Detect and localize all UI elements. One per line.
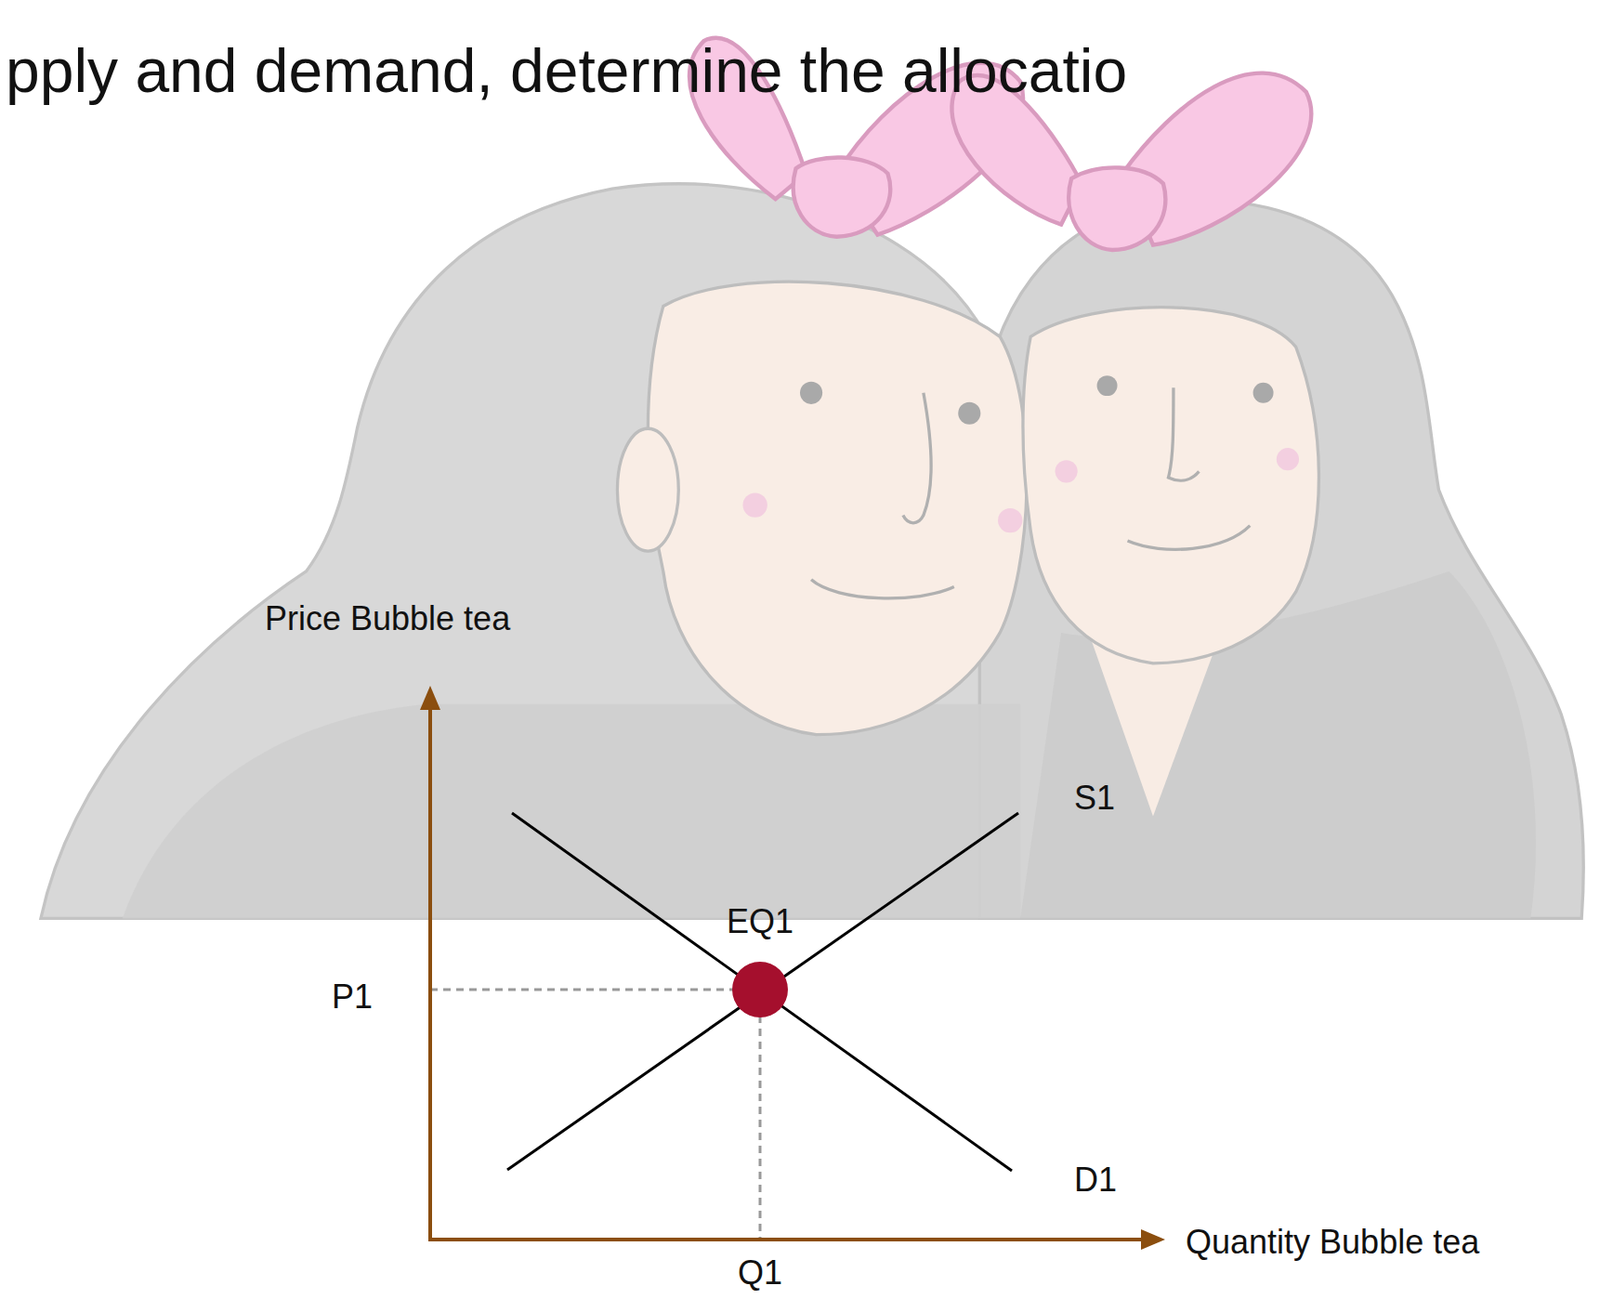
slide-title: pply and demand, determine the allocatio — [5, 34, 1128, 108]
face — [647, 281, 1027, 735]
equilibrium-point — [732, 961, 788, 1018]
demand-curve — [511, 813, 1012, 1171]
mouth — [811, 579, 955, 599]
axis-title: Price Bubble tea — [264, 598, 511, 639]
ground — [0, 919, 1600, 1299]
eye — [957, 402, 981, 425]
cheek — [1276, 447, 1299, 471]
supply-curve — [507, 813, 1019, 1170]
quantity-guide — [759, 989, 762, 1240]
curve-label: S1 — [1074, 777, 1115, 818]
price-tick: P1 — [331, 976, 373, 1017]
price-axis — [428, 706, 433, 1240]
axis-arrowhead — [1140, 1229, 1166, 1250]
eye — [1097, 375, 1118, 396]
axis-arrowhead — [419, 685, 441, 710]
nose — [1167, 387, 1199, 481]
shirt — [122, 704, 1021, 919]
eye — [1253, 382, 1274, 404]
quantity-axis — [428, 1237, 1145, 1242]
cheek — [1055, 459, 1078, 483]
face — [1022, 307, 1319, 664]
price-guide — [430, 988, 761, 992]
cheek — [742, 492, 767, 517]
ear — [616, 428, 679, 551]
mouth — [1127, 525, 1251, 551]
cheek — [997, 508, 1023, 533]
curve-label: D1 — [1074, 1159, 1117, 1200]
quantity-tick: Q1 — [737, 1252, 783, 1293]
hair — [979, 200, 1584, 919]
nose — [903, 393, 932, 524]
eye — [800, 381, 823, 405]
point-label: EQ1 — [726, 901, 794, 942]
girls-illustration — [40, 38, 1584, 919]
axis-title: Quantity Bubble tea — [1185, 1221, 1480, 1262]
